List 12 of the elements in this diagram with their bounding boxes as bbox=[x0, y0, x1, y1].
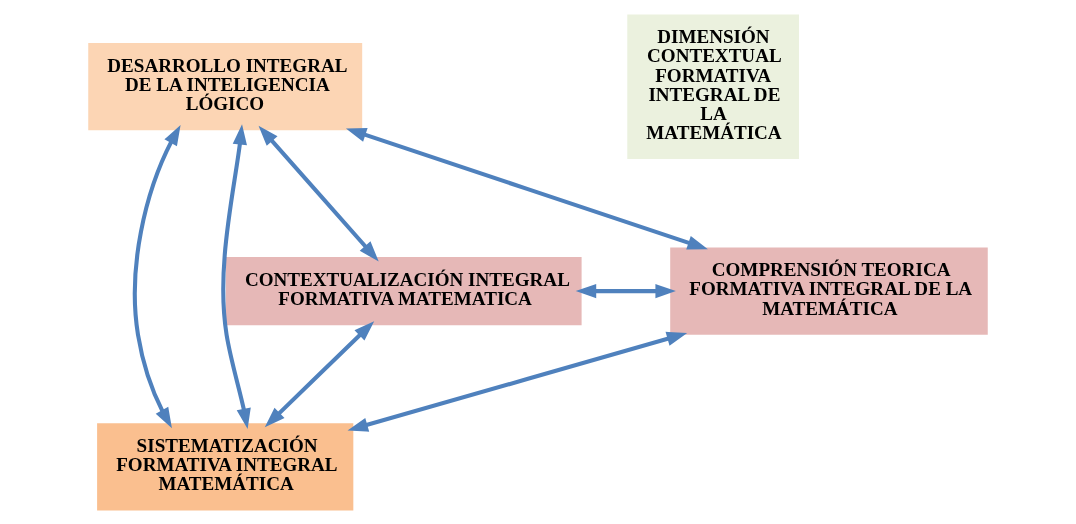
node-box: DESARROLLO INTEGRAL DE LA INTELIGENCIA LÓGICO bbox=[88, 42, 363, 130]
arrow bbox=[264, 320, 375, 427]
node-box: DIMENSIÓN CONTEXTUAL FORMATIVA INTEGRAL DE LA MATEMÁTICA bbox=[627, 13, 799, 159]
node-box: COMPRENSIÓN TEORICA FORMATIVA INTEGRAL DE LA MATEMÁTICA bbox=[670, 247, 988, 335]
arrow bbox=[258, 125, 379, 261]
node-box: CONTEXTUALIZACIÓN INTEGRAL FORMATIVA MATEMATICA bbox=[225, 256, 582, 325]
arrow bbox=[221, 123, 251, 429]
arrow bbox=[347, 331, 688, 432]
arrow bbox=[345, 127, 708, 250]
arrow bbox=[132, 124, 181, 428]
arrow bbox=[575, 283, 676, 298]
node-box: SISTEMATIZACIÓN FORMATIVA INTEGRAL MATEMÁTICA bbox=[97, 422, 354, 511]
